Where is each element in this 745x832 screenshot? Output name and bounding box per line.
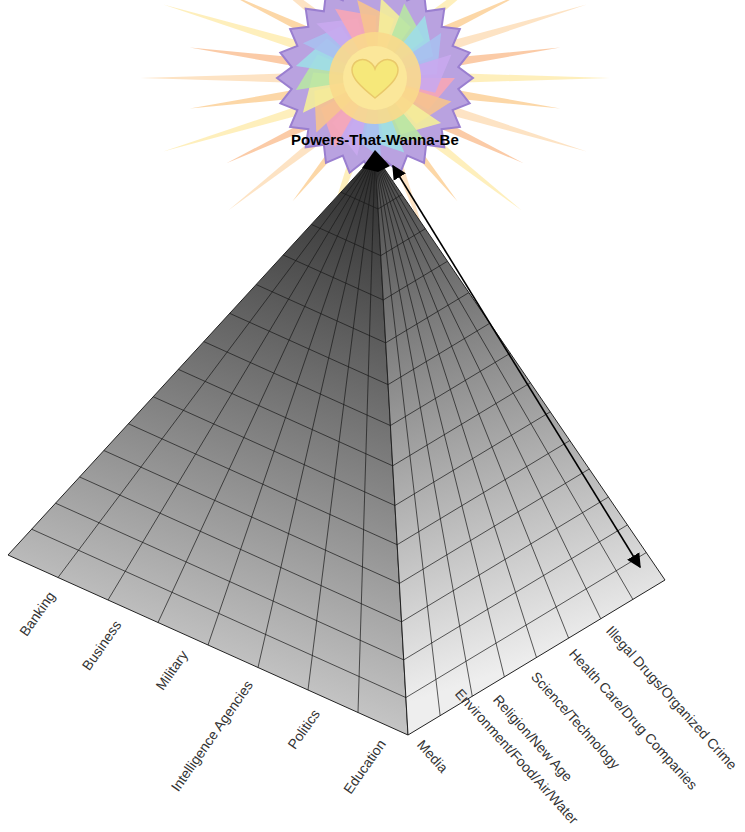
pyramid-grid xyxy=(32,155,647,716)
sector-label: Military xyxy=(152,647,192,694)
sun-core xyxy=(329,32,421,124)
grid-line xyxy=(108,155,375,600)
pyramid-capstone xyxy=(362,150,390,172)
sector-label: Media xyxy=(413,736,452,776)
sector-label: Banking xyxy=(15,588,59,640)
grid-line xyxy=(375,155,537,658)
grid-line xyxy=(375,155,569,638)
apex-label: Powers-That-Wanna-Be xyxy=(291,131,459,149)
grid-line xyxy=(208,155,375,645)
sector-label: Intelligence Agencies xyxy=(167,677,257,795)
sector-label: Business xyxy=(78,617,125,674)
grid-line xyxy=(375,155,633,599)
grid-line xyxy=(375,155,472,696)
grid-line xyxy=(358,155,375,713)
sun-core-inner xyxy=(343,46,407,110)
grid-line xyxy=(375,155,601,619)
grid-line xyxy=(375,155,504,677)
double-arrow xyxy=(393,166,640,567)
sector-label: Politics xyxy=(284,706,324,753)
sector-label: Education xyxy=(339,736,389,797)
pyramid-left-face xyxy=(8,155,408,735)
grid-line xyxy=(158,155,375,623)
grid-line xyxy=(308,155,375,690)
purple-star xyxy=(277,0,473,176)
grid-line xyxy=(375,155,440,716)
grid-line xyxy=(58,155,375,578)
heart xyxy=(352,59,398,98)
grid-line xyxy=(258,155,375,668)
